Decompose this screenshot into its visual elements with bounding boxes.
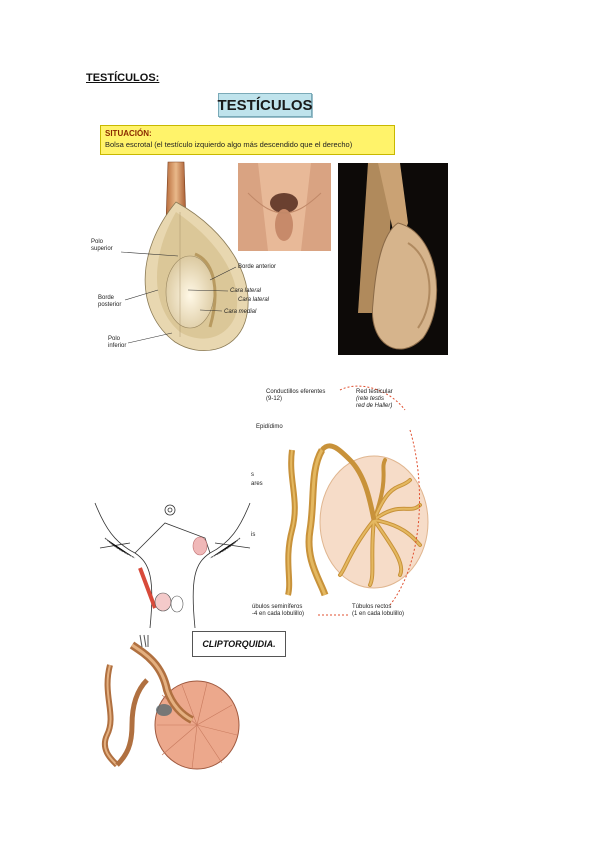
label-fragment-2: ares <box>251 481 263 487</box>
situacion-box: SITUACIÓN: Bolsa escrotal (el testículo … <box>100 125 395 155</box>
label-red-testicular: Red testicular (rete testis red de Halle… <box>356 389 393 409</box>
label-borde-posterior: Borde posterior <box>98 295 122 308</box>
label-epididimo: Epidídimo <box>256 424 283 430</box>
label-cara-lateral-1: Cara lateral <box>230 288 262 294</box>
label-conductillos: Conductillos eferentes (9-12) <box>266 389 326 402</box>
cryptorchidism-drawing <box>94 502 251 629</box>
label-fragment-1: s <box>251 472 254 478</box>
label-tubulos-rectos: Túbulos rectos (1 en cada lobulillo) <box>352 604 405 617</box>
cliptorquidia-label: CLIPTORQUIDIA. <box>192 631 286 657</box>
label-fragment-3: is <box>251 532 256 538</box>
label-cara-medial: Cara medial <box>224 309 257 315</box>
internal-testis-diagram <box>285 385 429 616</box>
label-cara-lateral-2: Cara lateral <box>238 297 270 303</box>
page-heading: TESTÍCULOS: <box>86 72 160 84</box>
specimen-photo <box>338 163 448 355</box>
situacion-text: Bolsa escrotal (el testículo izquierdo a… <box>105 140 353 149</box>
body-photo <box>238 163 331 251</box>
epididymis-illustration <box>101 634 240 770</box>
label-polo-superior: Polo superior <box>91 239 113 252</box>
label-borde-anterior: Borde anterior <box>238 264 277 270</box>
testis-anatomy-illustration <box>144 161 249 351</box>
label-tubulos-seminiferos: úbulos seminíferos -4 en cada lobulillo) <box>252 604 305 617</box>
label-polo-inferior: Polo inferior <box>108 336 127 349</box>
title-box: TESTÍCULOS <box>218 93 313 117</box>
situacion-label: SITUACIÓN: <box>105 129 152 138</box>
